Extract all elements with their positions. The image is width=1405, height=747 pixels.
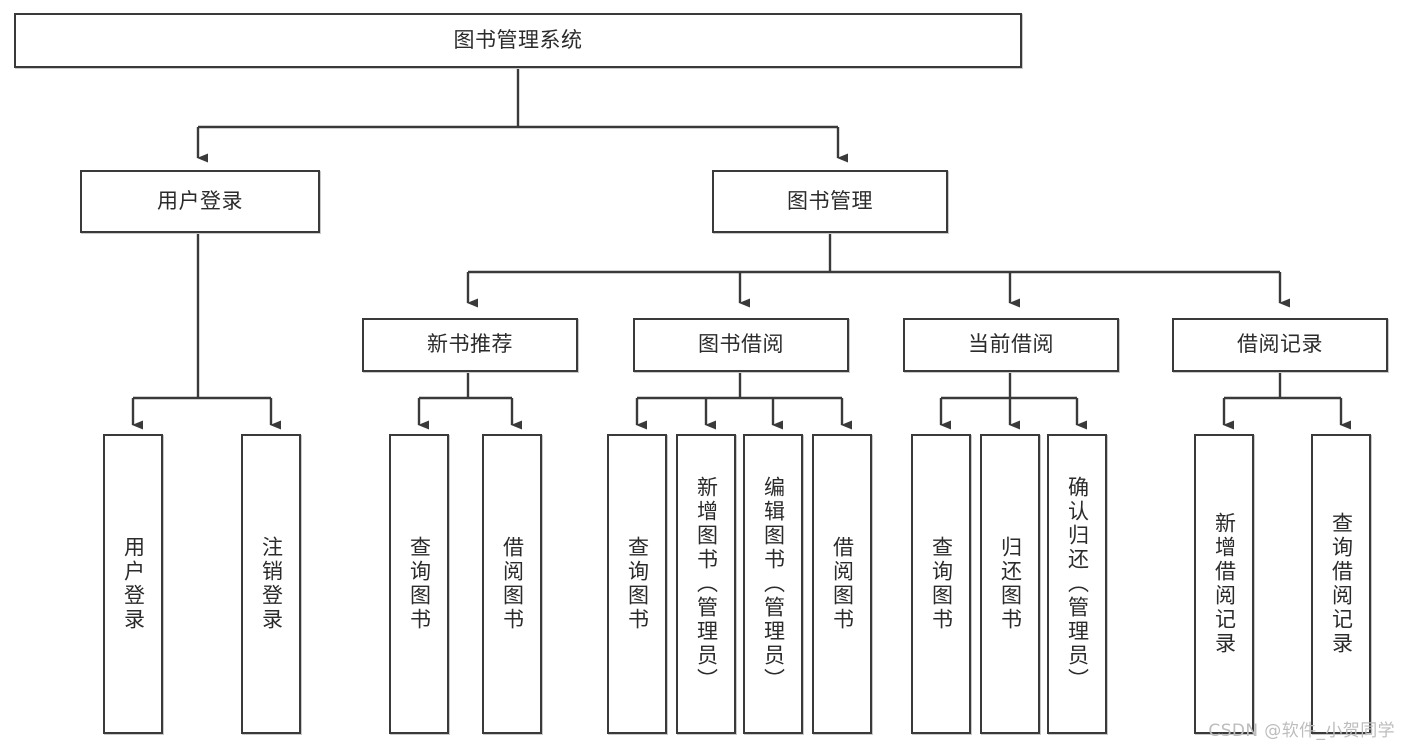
node-current-borrow[interactable]: 当前借阅 bbox=[903, 318, 1119, 372]
node-label: 图书管理 bbox=[787, 188, 873, 213]
node-label: 查询图书 bbox=[407, 536, 432, 632]
node-label: 图书管理系统 bbox=[453, 27, 583, 52]
leaf-query-book-2[interactable]: 查询图书 bbox=[607, 434, 667, 734]
leaf-query-borrow-record[interactable]: 查询借阅记录 bbox=[1311, 434, 1371, 734]
leaf-query-book-1[interactable]: 查询图书 bbox=[389, 434, 449, 734]
node-label: 借阅记录 bbox=[1237, 332, 1323, 357]
node-label: 新书推荐 bbox=[427, 332, 513, 357]
leaf-borrow-book-2[interactable]: 借阅图书 bbox=[812, 434, 872, 734]
node-new-book-recommend[interactable]: 新书推荐 bbox=[362, 318, 578, 372]
leaf-return-book[interactable]: 归还图书 bbox=[980, 434, 1040, 734]
node-label: 新增图书（管理员） bbox=[694, 476, 719, 692]
node-label: 查询图书 bbox=[929, 536, 954, 632]
node-label: 查询借阅记录 bbox=[1329, 512, 1354, 656]
node-label: 新增借阅记录 bbox=[1212, 512, 1237, 656]
leaf-add-borrow-record[interactable]: 新增借阅记录 bbox=[1194, 434, 1254, 734]
node-label: 用户登录 bbox=[157, 188, 243, 213]
leaf-query-book-3[interactable]: 查询图书 bbox=[911, 434, 971, 734]
leaf-logout-login[interactable]: 注销登录 bbox=[241, 434, 301, 734]
node-user-login[interactable]: 用户登录 bbox=[80, 170, 320, 233]
node-label: 图书借阅 bbox=[698, 332, 784, 357]
leaf-edit-book-admin[interactable]: 编辑图书（管理员） bbox=[743, 434, 803, 734]
node-root-system[interactable]: 图书管理系统 bbox=[14, 13, 1022, 68]
leaf-borrow-book-1[interactable]: 借阅图书 bbox=[482, 434, 542, 734]
node-book-management[interactable]: 图书管理 bbox=[712, 170, 948, 233]
node-book-borrow[interactable]: 图书借阅 bbox=[633, 318, 849, 372]
node-label: 确认归还（管理员） bbox=[1065, 476, 1090, 692]
node-borrow-record[interactable]: 借阅记录 bbox=[1172, 318, 1388, 372]
node-label: 当前借阅 bbox=[968, 332, 1054, 357]
leaf-user-login[interactable]: 用户登录 bbox=[103, 434, 163, 734]
node-label: 编辑图书（管理员） bbox=[761, 476, 786, 692]
node-label: 用户登录 bbox=[121, 536, 146, 632]
node-label: 借阅图书 bbox=[500, 536, 525, 632]
node-label: 注销登录 bbox=[259, 536, 284, 632]
csdn-watermark: CSDN @软件_小贺同学 bbox=[1208, 721, 1395, 741]
node-label: 归还图书 bbox=[998, 536, 1023, 632]
leaf-confirm-return-admin[interactable]: 确认归还（管理员） bbox=[1047, 434, 1107, 734]
leaf-add-book-admin[interactable]: 新增图书（管理员） bbox=[676, 434, 736, 734]
node-label: 查询图书 bbox=[625, 536, 650, 632]
node-label: 借阅图书 bbox=[830, 536, 855, 632]
